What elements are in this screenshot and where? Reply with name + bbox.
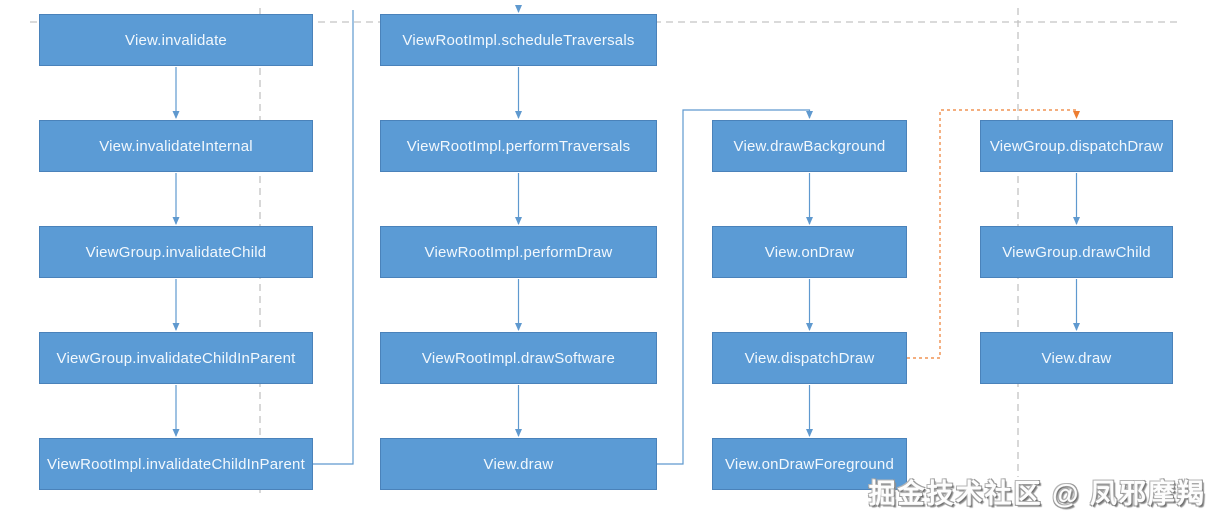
flow-node-view-draw-leaf: View.draw <box>980 332 1173 384</box>
flow-node-view-dispatch-draw: View.dispatchDraw <box>712 332 907 384</box>
flow-node-view-invalidate-internal: View.invalidateInternal <box>39 120 313 172</box>
edge-elbow-view-draw-main <box>657 109 813 465</box>
flow-node-viewrootimpl-invalidate-child-in-parent: ViewRootImpl.invalidateChildInParent <box>39 438 313 490</box>
flow-node-viewrootimpl-perform-draw: ViewRootImpl.performDraw <box>380 226 657 278</box>
flow-node-viewrootimpl-perform-traversals: ViewRootImpl.performTraversals <box>380 120 657 172</box>
flow-node-view-on-draw-foreground: View.onDrawForeground <box>712 438 907 490</box>
flow-node-viewgroup-invalidate-child: ViewGroup.invalidateChild <box>39 226 313 278</box>
flow-node-viewrootimpl-schedule-traversals: ViewRootImpl.scheduleTraversals <box>380 14 657 66</box>
flow-node-view-on-draw: View.onDraw <box>712 226 907 278</box>
flow-node-viewrootimpl-draw-software: ViewRootImpl.drawSoftware <box>380 332 657 384</box>
flow-node-viewgroup-draw-child: ViewGroup.drawChild <box>980 226 1173 278</box>
flow-node-viewgroup-invalidate-child-in-parent: ViewGroup.invalidateChildInParent <box>39 332 313 384</box>
flow-node-view-invalidate: View.invalidate <box>39 14 313 66</box>
edge-elbow-orange-view-dispatch-draw <box>907 109 1080 359</box>
flow-node-view-draw-background: View.drawBackground <box>712 120 907 172</box>
flow-node-viewgroup-dispatch-draw: ViewGroup.dispatchDraw <box>980 120 1173 172</box>
flow-node-view-draw-main: View.draw <box>380 438 657 490</box>
edge-elbow-cut-viewrootimpl-invalidate-child-in-parent <box>313 10 354 465</box>
watermark: 掘金技术社区 @ 凤邪摩羯 <box>868 479 1206 509</box>
